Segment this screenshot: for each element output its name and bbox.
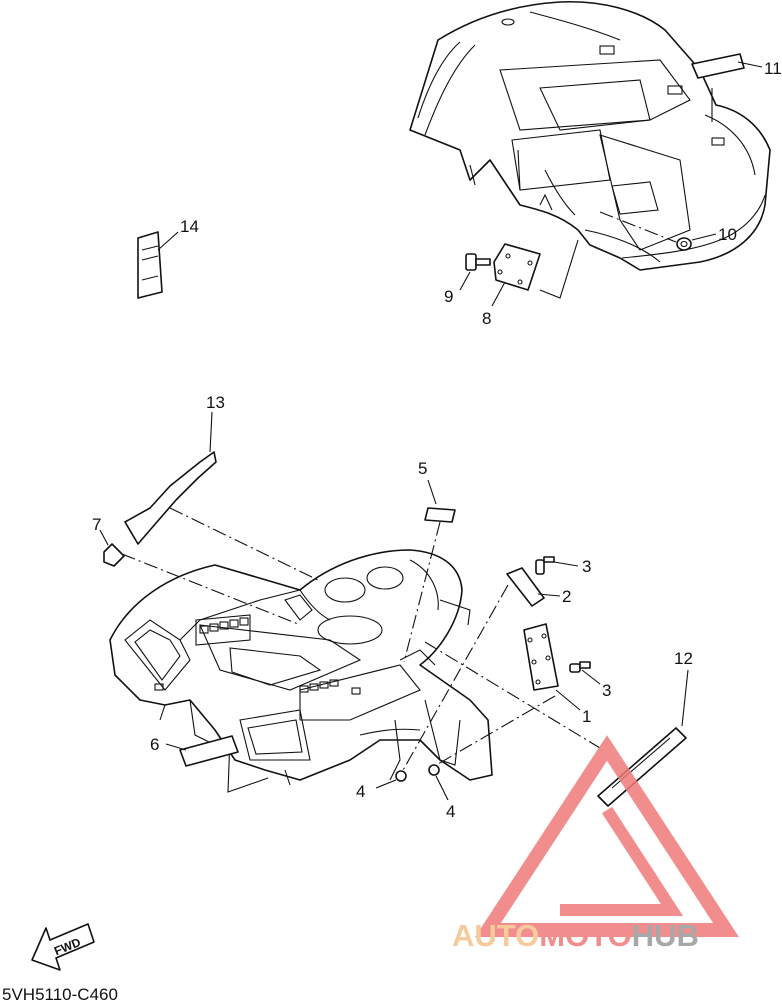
watermark-logo: AUTOMOTOHUB	[452, 735, 739, 953]
fwd-arrow-icon: FWD	[31, 923, 95, 971]
part-7-emblem[interactable]	[99, 529, 125, 567]
callout-12: 12	[674, 649, 693, 668]
callout-14: 14	[180, 217, 199, 236]
callout-1: 1	[582, 707, 591, 726]
callout-9: 9	[444, 287, 453, 306]
part-3a-bolt[interactable]	[535, 556, 579, 575]
callout-3a: 3	[582, 557, 591, 576]
part-2-plate[interactable]	[506, 567, 561, 607]
callout-2: 2	[562, 587, 571, 606]
watermark-text: AUTOMOTOHUB	[452, 918, 699, 953]
part-4b-grommet[interactable]	[428, 764, 449, 801]
part-10-grommet[interactable]	[599, 211, 717, 251]
part-11-decal[interactable]	[691, 53, 763, 122]
callout-labels: 1 2 3 3 4 4 5 6 7 8 9 10 11 12 13 14	[92, 59, 782, 821]
callout-5: 5	[418, 459, 427, 478]
part-4a-grommet[interactable]	[375, 770, 407, 789]
projection-lines	[121, 507, 601, 793]
callout-4b: 4	[446, 802, 455, 821]
callout-6: 6	[150, 735, 159, 754]
callout-11: 11	[764, 59, 782, 78]
front-fender	[109, 549, 493, 786]
part-12-decal[interactable]	[597, 669, 689, 807]
part-3b-bolt[interactable]	[569, 661, 601, 685]
callout-10: 10	[718, 225, 737, 244]
part-5-decal[interactable]	[424, 479, 456, 523]
diagram-code: 5VH5110-C460	[2, 985, 118, 1000]
part-13-decal[interactable]	[124, 411, 217, 545]
rear-fender	[409, 0, 771, 271]
callout-13: 13	[206, 393, 225, 412]
part-1-plate[interactable]	[523, 623, 581, 711]
watermark-triangle	[475, 735, 739, 937]
callout-3b: 3	[602, 681, 611, 700]
callout-7: 7	[92, 515, 101, 534]
callout-8: 8	[482, 309, 491, 328]
part-14-label[interactable]	[137, 231, 179, 299]
part-8-plate[interactable]	[491, 239, 579, 307]
part-6-decal[interactable]	[165, 735, 239, 767]
part-9-bolt[interactable]	[459, 253, 491, 291]
callout-4a: 4	[356, 782, 365, 801]
